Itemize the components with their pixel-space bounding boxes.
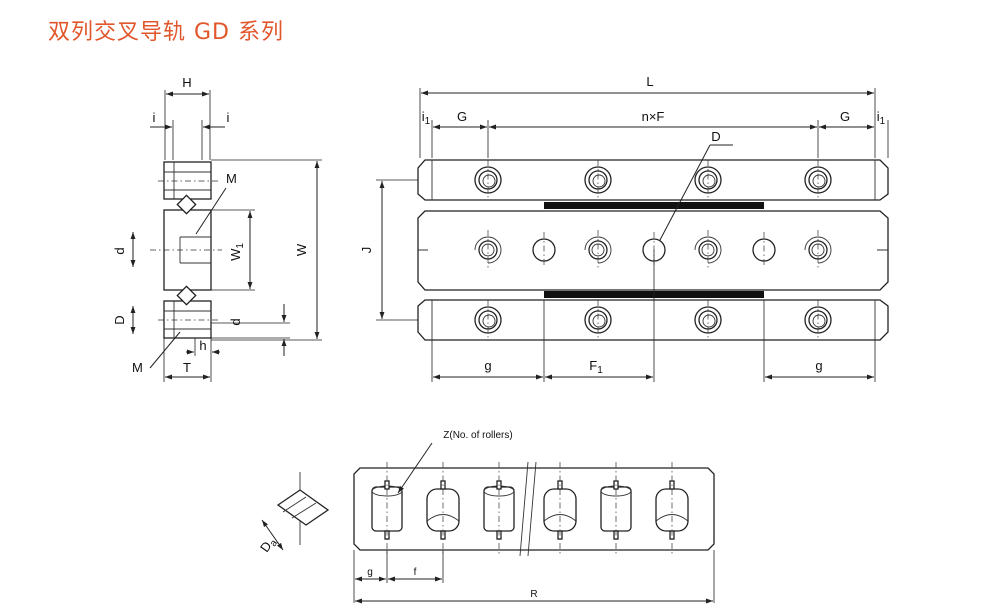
roller-top xyxy=(176,194,197,215)
roller-horizontal xyxy=(426,488,460,532)
hole-thread xyxy=(592,314,606,328)
label-D-front: D xyxy=(711,129,720,144)
label-g-left: g xyxy=(484,358,491,373)
page-title: 双列交叉导轨 GD 系列 xyxy=(48,20,284,45)
side-view: H i i M M d xyxy=(112,75,322,382)
holes-bottom-rail xyxy=(474,300,832,340)
label-W1: W1 xyxy=(228,243,246,261)
label-M-top: M xyxy=(226,171,237,186)
front-view: L i1 G n×F G i1 D J xyxy=(359,74,889,382)
label-g-right: g xyxy=(815,358,822,373)
hole-thread xyxy=(592,174,606,188)
label-G-right: G xyxy=(840,109,850,124)
thread-arc xyxy=(694,236,722,264)
cage-rollers xyxy=(371,462,689,556)
label-g-cage: g xyxy=(367,567,373,578)
thread-arc xyxy=(804,236,832,264)
holes-top-rail xyxy=(474,160,832,200)
label-i1-right: i1 xyxy=(877,109,886,127)
roller-bottom xyxy=(176,285,197,306)
roller-detail: Da xyxy=(257,472,330,557)
label-i-left: i xyxy=(153,110,156,125)
front-top-rail xyxy=(417,159,889,201)
label-d-right: d xyxy=(228,318,243,325)
label-i1-left: i1 xyxy=(422,109,431,127)
label-L: L xyxy=(646,74,653,89)
roller-cage-view: Da Z(No. of rollers) g f R xyxy=(257,430,715,604)
label-Z: Z(No. of rollers) xyxy=(443,430,512,441)
roller-horizontal xyxy=(655,488,689,532)
label-D-left: D xyxy=(112,315,127,324)
hole-thread xyxy=(812,314,826,328)
label-R: R xyxy=(530,589,537,600)
hole-thread xyxy=(702,314,716,328)
label-nF: n×F xyxy=(642,109,665,124)
label-T: T xyxy=(183,360,191,375)
label-G-left: G xyxy=(457,109,467,124)
label-F1: F1 xyxy=(589,358,603,376)
label-d-left: d xyxy=(112,247,127,254)
label-H: H xyxy=(182,75,191,90)
side-top-rail xyxy=(163,161,212,200)
roller-cage-top xyxy=(544,202,764,209)
label-f: f xyxy=(414,567,417,578)
hole-thread xyxy=(702,174,716,188)
roller-horizontal xyxy=(543,488,577,532)
hole-thread xyxy=(482,314,496,328)
hole-thread xyxy=(812,174,826,188)
thread-arc xyxy=(584,236,612,264)
hole-thread xyxy=(482,174,496,188)
side-bottom-rail xyxy=(163,300,212,339)
label-h: h xyxy=(199,338,206,353)
label-W: W xyxy=(294,243,309,256)
label-Da: Da xyxy=(257,534,281,557)
front-bottom-rail xyxy=(417,299,889,341)
label-M-bottom: M xyxy=(132,360,143,375)
thread-arc xyxy=(474,236,502,264)
label-i-right: i xyxy=(227,110,230,125)
label-J: J xyxy=(359,247,374,254)
